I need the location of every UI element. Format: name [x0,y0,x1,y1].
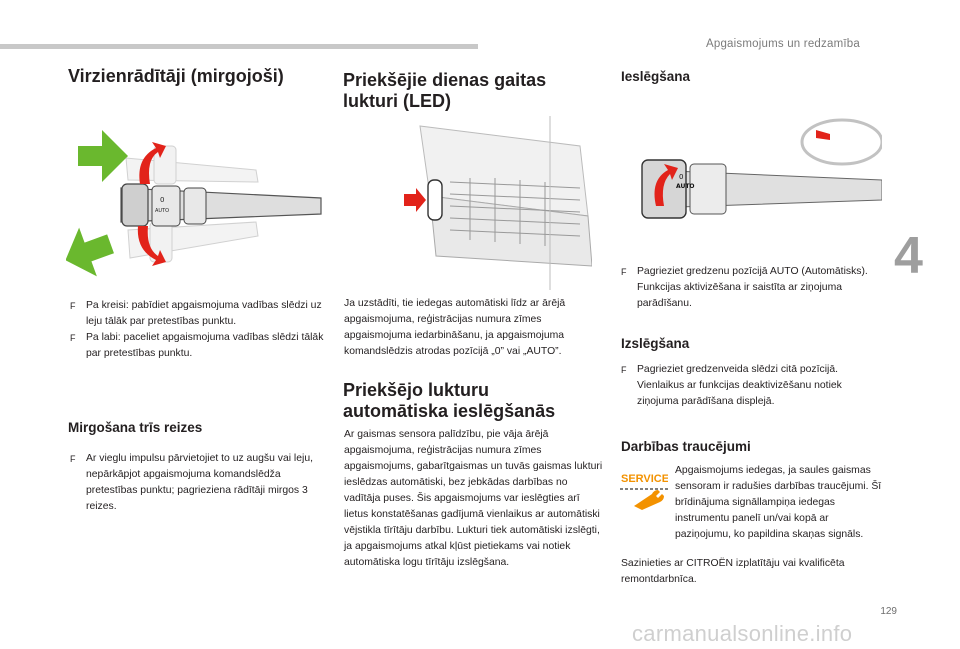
service-warning-icon: SERVICE [620,470,668,510]
bullet-flag-icon: F [70,301,76,311]
indicator-red-icon [816,130,830,140]
section-title-three-flash: Mirgošana trīs reizes [68,420,203,435]
steering-wheel-icon [800,118,882,166]
section-title-auto-headlamps: Priekšējo lukturu automātiska ieslēgšanā… [343,380,556,421]
grille-icon [449,178,581,246]
bullet-flag-icon: F [621,365,627,375]
section-title-drl: Priekšējie dienas gaitas lukturi (LED) [343,70,547,111]
drl-illustration [400,116,592,290]
page-number: 129 [880,606,897,617]
ring-label-auto: AUTO [676,183,695,190]
header-rule [0,44,478,49]
running-header: Apgaismojums un redzamība [706,38,860,50]
section-title-malfunction: Darbības traucējumi [621,439,751,454]
stalk-up-ghost [125,145,259,185]
arrow-right-green-icon [78,130,128,182]
bullet-flag-icon: F [70,333,76,343]
section-title-switch-on: Ieslēgšana [621,69,691,84]
drl-paragraph: Ja uzstādīti, tie iedegas automātiski lī… [344,298,566,357]
auto-headlamps-paragraph: Ar gaismas sensora palīdzību, pie vāja ā… [344,429,603,568]
arrow-down-red-icon [137,226,166,266]
section-title-switch-off: Izslēgšana [621,336,690,351]
arrow-right-red-icon [404,188,426,212]
arrow-left-green-icon [66,227,114,277]
auto-ring-illustration: 0 AUTO [641,118,882,219]
ring-label-0: 0 [679,173,683,181]
dealer-paragraph: Sazinieties ar CITROËN izplatītāju vai k… [621,558,845,585]
malfunction-paragraph: Apgaismojums iedegas, ja saules gaismas … [675,465,882,540]
bullet-flag-icon: F [621,267,627,277]
bullet-flag-icon: F [70,454,76,464]
arrow-curve-red-icon [654,164,678,206]
wrench-icon [634,490,664,510]
stalk-label-0: 0 [160,196,164,204]
service-label: SERVICE [621,473,668,485]
section-title-turn-signals: Virzienrādītāji (mirgojoši) [68,66,284,86]
watermark: carmanualsonline.info [632,621,853,646]
chapter-number: 4 [894,227,923,285]
arrow-up-red-icon [139,142,166,184]
turn-signal-illustration: 0 AUTO [66,130,322,277]
stalk-label-auto: AUTO [155,208,169,214]
lighting-stalk: 0 AUTO [120,183,322,227]
led-light-icon [427,179,443,221]
